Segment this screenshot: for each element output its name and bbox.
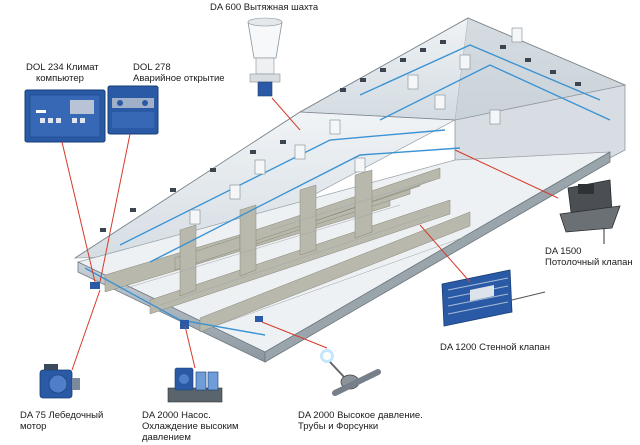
- label-da600: DA 600 Вытяжная шахта: [210, 2, 318, 13]
- fence-lines: [119, 179, 471, 329]
- label-da75-line1: DA 75 Лебедочный: [20, 410, 104, 421]
- label-dol234-line1: DOL 234 Климат: [26, 62, 99, 73]
- pen-partitions: [104, 167, 471, 333]
- label-da2000-pump-line1: DA 2000 Насос.: [142, 410, 211, 421]
- label-da2000-pump-line2: Охлаждение высоким: [142, 421, 239, 432]
- floor: [76, 151, 611, 353]
- label-dol278: DOL 278 Аварийное открытие: [133, 62, 225, 84]
- da2000-nozzle: [320, 349, 381, 396]
- label-da2000-pump: DA 2000 Насос. Охлаждение высоким давлен…: [142, 410, 239, 443]
- label-da1500: DA 1500 Потолочный клапан: [545, 246, 633, 268]
- label-da2000-pump-line3: давлением: [142, 432, 191, 443]
- dol234-climate-computer: [24, 89, 106, 143]
- label-da75-line2: мотор: [20, 421, 47, 432]
- front-wall-right: [264, 151, 611, 363]
- label-da1200: DA 1200 Стенной клапан: [440, 342, 550, 353]
- label-dol234: DOL 234 Климат компьютер: [26, 62, 99, 84]
- dol278-emergency-opening: [107, 85, 159, 135]
- roof-chimneys: [189, 27, 523, 225]
- label-da2000-pipes: DA 2000 Высокое давление. Трубы и Форсун…: [298, 410, 423, 432]
- label-da2000-pipes-line2: Трубы и Форсунки: [298, 421, 379, 432]
- label-dol278-line2: Аварийное открытие: [133, 73, 225, 84]
- da1200-wall-valve: [441, 269, 546, 327]
- da75-winch-motor: [39, 364, 80, 399]
- da1500-ceiling-valve: [559, 179, 621, 244]
- da2000-pump: [167, 367, 223, 403]
- label-da1200-text: DA 1200 Стенной клапан: [440, 342, 550, 353]
- building: [73, 17, 627, 363]
- label-da2000-pipes-line1: DA 2000 Высокое давление.: [298, 410, 423, 421]
- label-da75: DA 75 Лебедочный мотор: [20, 410, 103, 432]
- label-da1500-line2: Потолочный клапан: [545, 257, 633, 268]
- da600-exhaust-shaft: [247, 17, 283, 97]
- label-dol234-line2: компьютер: [36, 73, 84, 84]
- label-da600-text: DA 600 Вытяжная шахта: [210, 2, 319, 13]
- label-da1500-line1: DA 1500: [545, 246, 582, 257]
- in-house-devices: [90, 282, 263, 329]
- label-dol278-line1: DOL 278: [133, 62, 171, 73]
- ceiling-vents: [100, 40, 581, 232]
- callout-lines: [61, 97, 559, 371]
